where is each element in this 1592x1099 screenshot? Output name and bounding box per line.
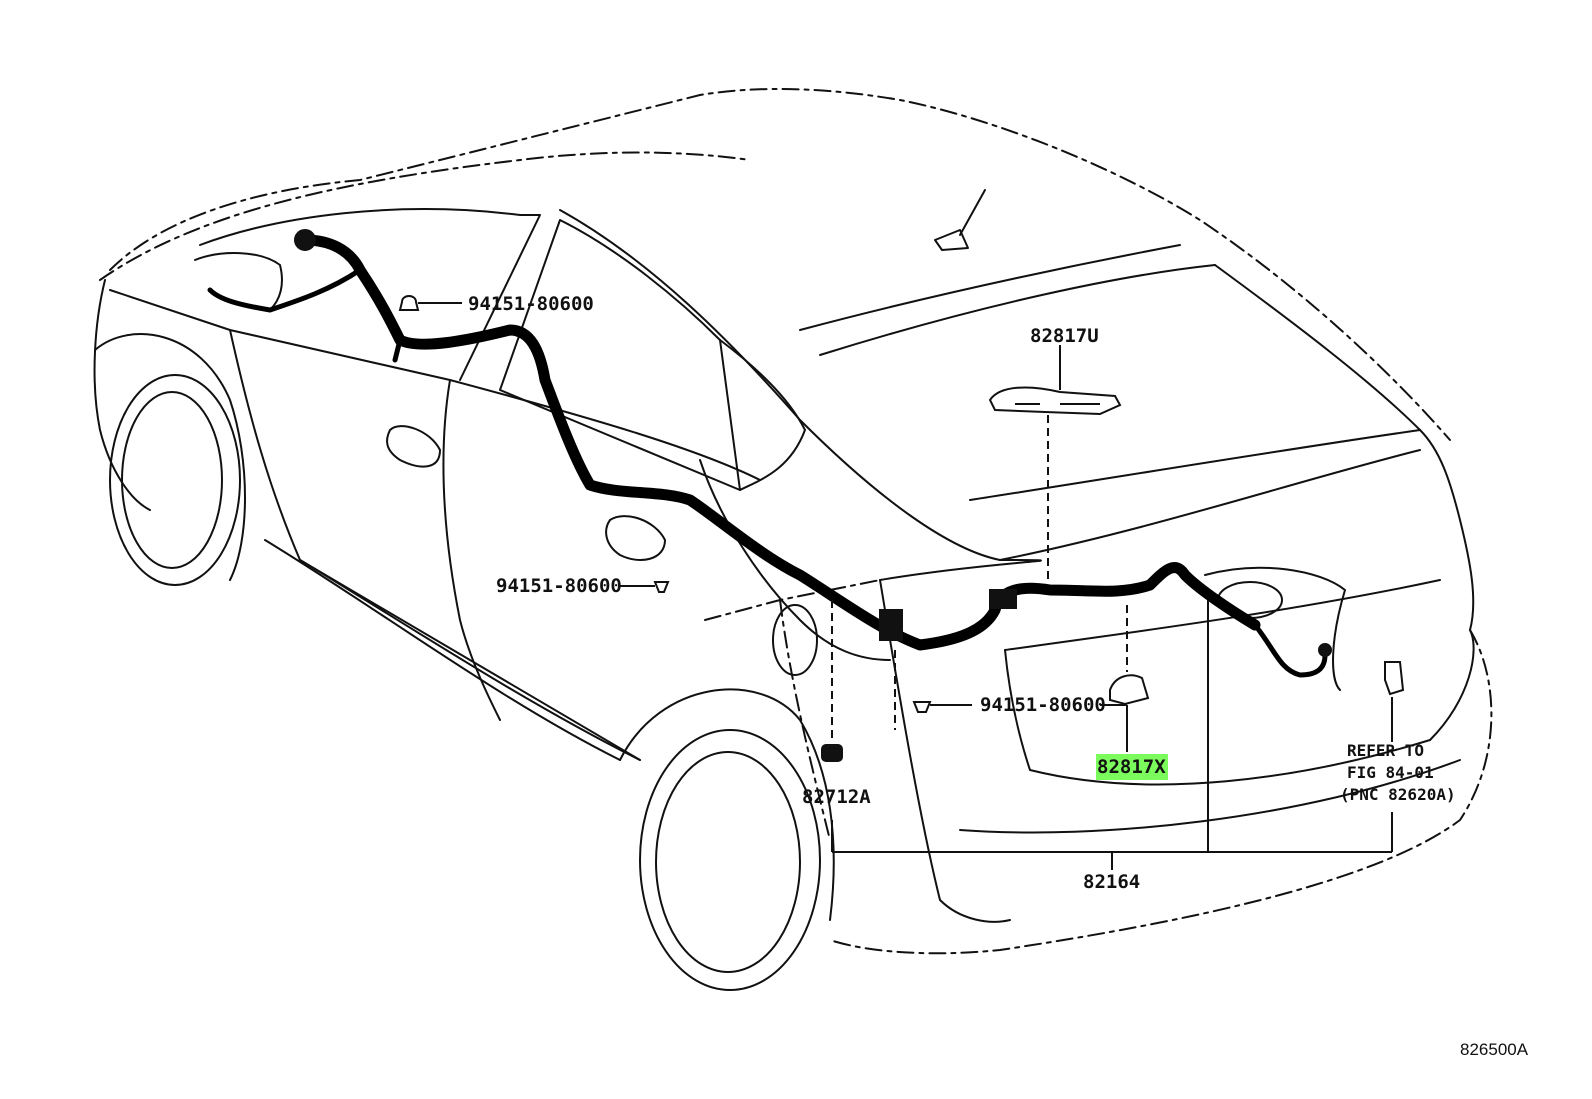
clip-rear-icon — [912, 701, 932, 713]
leader-lines — [418, 302, 1393, 870]
part-82817x-icon — [1109, 674, 1150, 706]
clip-mid-icon — [653, 581, 670, 593]
connector-front — [294, 229, 316, 251]
highlight-box — [1096, 754, 1168, 780]
figure-id: 826500A — [1460, 1040, 1529, 1059]
part-82817u-icon — [988, 386, 1122, 416]
refer-part-icon — [1384, 661, 1405, 696]
label-clip-mid[interactable]: 94151-80600 — [496, 575, 622, 597]
label-refer-line1: REFER TO — [1347, 741, 1424, 760]
connector-hatch — [989, 589, 1017, 609]
label-clip-rear[interactable]: 94151-80600 — [980, 694, 1106, 716]
car-body — [93, 87, 1493, 991]
label-refer-line3: (PNC 82620A) — [1340, 785, 1456, 804]
wire-harness — [207, 229, 1332, 678]
connector-rear-left — [879, 609, 903, 641]
label-part-82164[interactable]: 82164 — [1083, 871, 1140, 893]
part-82712a-icon — [821, 744, 843, 762]
label-part-82712a[interactable]: 82712A — [802, 786, 871, 808]
label-part-82817u[interactable]: 82817U — [1030, 325, 1099, 347]
label-refer-line2[interactable]: FIG 84-01 — [1347, 763, 1434, 782]
label-part-82817x[interactable]: 82817X — [1097, 756, 1166, 778]
connector-rear — [1318, 643, 1332, 657]
label-clip-top[interactable]: 94151-80600 — [468, 293, 594, 315]
clip-top-icon — [398, 295, 420, 311]
